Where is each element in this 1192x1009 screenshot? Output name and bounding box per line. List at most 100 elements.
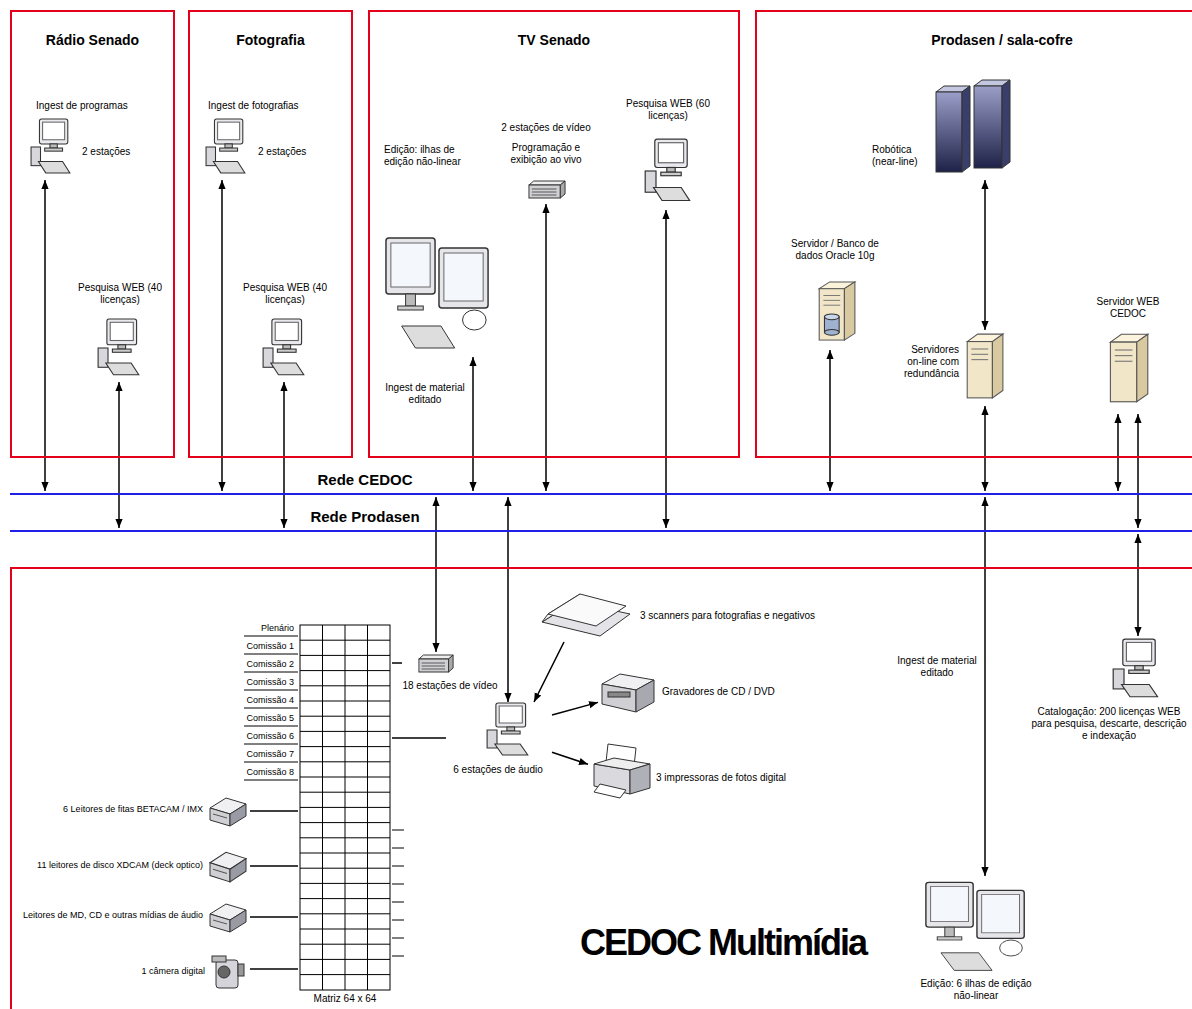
row-label: Comissão 1: [196, 641, 294, 652]
device-icon: [208, 900, 248, 934]
connector: [250, 810, 298, 812]
connector: [1117, 414, 1119, 491]
node-text: 3 impressoras de fotos digital: [656, 772, 806, 784]
node-text: 18 estações de vídeo: [402, 680, 498, 692]
device-icon: [528, 180, 566, 200]
connector: [829, 350, 831, 491]
connector: [250, 916, 298, 918]
device-icon: [1106, 332, 1150, 404]
connector: [221, 180, 223, 491]
region-box: Rádio SenadoIngest de programas 2 estaçõe…: [10, 10, 175, 458]
device-icon: [934, 78, 1014, 173]
web-server: Servidor WEB CEDOC: [1078, 296, 1180, 414]
workstation: Ingest de programas 2 estações: [28, 98, 168, 180]
node-text: Robótica (near-line): [872, 144, 932, 168]
row-label: Plenário: [196, 623, 294, 634]
device-icon: [208, 848, 248, 884]
node-text: 6 estações de áudio: [446, 764, 550, 776]
row-label: Comissão 8: [196, 767, 294, 778]
device-icon: [384, 230, 492, 355]
connector: [984, 406, 986, 491]
device-icon: [598, 670, 656, 714]
node-text: 2 estações: [258, 146, 328, 158]
node-text: Pesquisa WEB (60 licenças): [618, 98, 718, 122]
node-text: Edição: 6 ilhas de edição não-linear: [920, 978, 1032, 1002]
web-client: Pesquisa WEB (40 licenças): [75, 282, 167, 382]
editing-suite: Edição: 6 ilhas de edição não-linear: [920, 876, 1034, 1006]
connector: [984, 180, 986, 330]
node-text: Catalogação: 200 licenças WEB para pesqu…: [1030, 706, 1188, 742]
device-icon: [418, 654, 454, 674]
node-text: Leitores de MD, CD e outras mídias de áu…: [20, 910, 203, 921]
network-bus: Rede Prodasen: [10, 528, 1192, 534]
connector: [250, 865, 298, 867]
connector: [1137, 534, 1139, 636]
node-text: Servidor WEB CEDOC: [1078, 296, 1178, 320]
connector: [392, 737, 446, 739]
node-text: Programação e exibição ao vivo: [496, 142, 596, 166]
device-icon: [30, 118, 72, 176]
connector: [665, 210, 667, 528]
region-title: Prodasen / sala-cofre: [877, 32, 1127, 49]
row-label: Comissão 3: [196, 677, 294, 688]
connector: [435, 497, 437, 652]
connector: [250, 968, 298, 970]
network-bus: Rede CEDOC: [10, 491, 1192, 497]
device-icon: [262, 318, 306, 378]
node-text: 2 estações: [82, 146, 152, 158]
connector: [283, 382, 285, 528]
edge-label: Ingest de material editado: [895, 655, 979, 679]
editing-suite: Edição: ilhas de edição não-linear: [380, 142, 495, 357]
connector: [392, 662, 402, 664]
audio-station: 6 estações de áudio: [446, 702, 552, 788]
matrix-outputs: [392, 830, 404, 956]
region-title: TV Senado: [370, 32, 738, 49]
connector: [545, 204, 547, 491]
device-icon: [210, 952, 246, 992]
node-text: Ingest de programas: [36, 100, 161, 112]
device-icon: [540, 592, 632, 638]
node-text: Ingest de fotografias: [208, 100, 343, 112]
video-station: 18 estações de vídeo: [402, 652, 500, 698]
device-icon: [644, 138, 692, 204]
device-icon: [815, 280, 857, 342]
region-box: FotografiaIngest de fotografias2 estaçõe…: [188, 10, 353, 458]
web-client: Pesquisa WEB (40 licenças): [240, 282, 332, 382]
audio-reader: Leitores de MD, CD e outras mídias de áu…: [20, 896, 250, 940]
node-text: Gravadores de CD / DVD: [662, 686, 798, 698]
matrix-grid: [298, 622, 392, 992]
node-text: Servidor / Banco de dados Oracle 10g: [780, 238, 890, 262]
region-title: CEDOC Multimídia: [580, 921, 866, 964]
device-icon: [208, 794, 248, 828]
connector: [472, 357, 474, 491]
device-icon: [963, 332, 1005, 400]
connector: [1137, 414, 1139, 528]
node-text: Matriz 64 x 64: [298, 993, 392, 1005]
video-station: 2 estações de vídeoProgramação e exibiçã…: [490, 122, 604, 204]
node-text: 2 estações de vídeo: [490, 122, 602, 134]
photo-printer: 3 impressoras de fotos digital: [588, 738, 808, 804]
connector: [552, 752, 588, 764]
device-icon: [205, 118, 247, 176]
video-matrix: Matriz 64 x 64: [298, 622, 392, 1006]
network-label: Rede CEDOC: [285, 471, 445, 489]
node-text: Servidores on-line com redundância: [895, 344, 959, 380]
web-client: Pesquisa WEB (60 licenças): [618, 98, 720, 210]
node-text: 6 Leitores de fitas BETACAM / IMX: [40, 804, 203, 815]
device-icon: [590, 740, 652, 800]
connector: [984, 497, 986, 876]
region-title: Rádio Senado: [12, 32, 173, 49]
workstation: Ingest de fotografias 2 estações: [203, 98, 348, 180]
robotic-library: Robótica (near-line): [872, 78, 1016, 180]
region-box: Prodasen / sala-cofreRobótica (near-line…: [755, 10, 1192, 458]
row-label: Comissão 2: [196, 659, 294, 670]
scanner: 3 scanners para fotografias e negativos: [540, 590, 842, 642]
connector: [552, 702, 598, 715]
network-label: Rede Prodasen: [285, 508, 445, 526]
online-servers: Servidores on-line com redundância: [895, 330, 1010, 406]
node-text: Pesquisa WEB (40 licenças): [75, 282, 165, 306]
node-text: 11 leitores de disco XDCAM (deck optico): [20, 860, 203, 871]
